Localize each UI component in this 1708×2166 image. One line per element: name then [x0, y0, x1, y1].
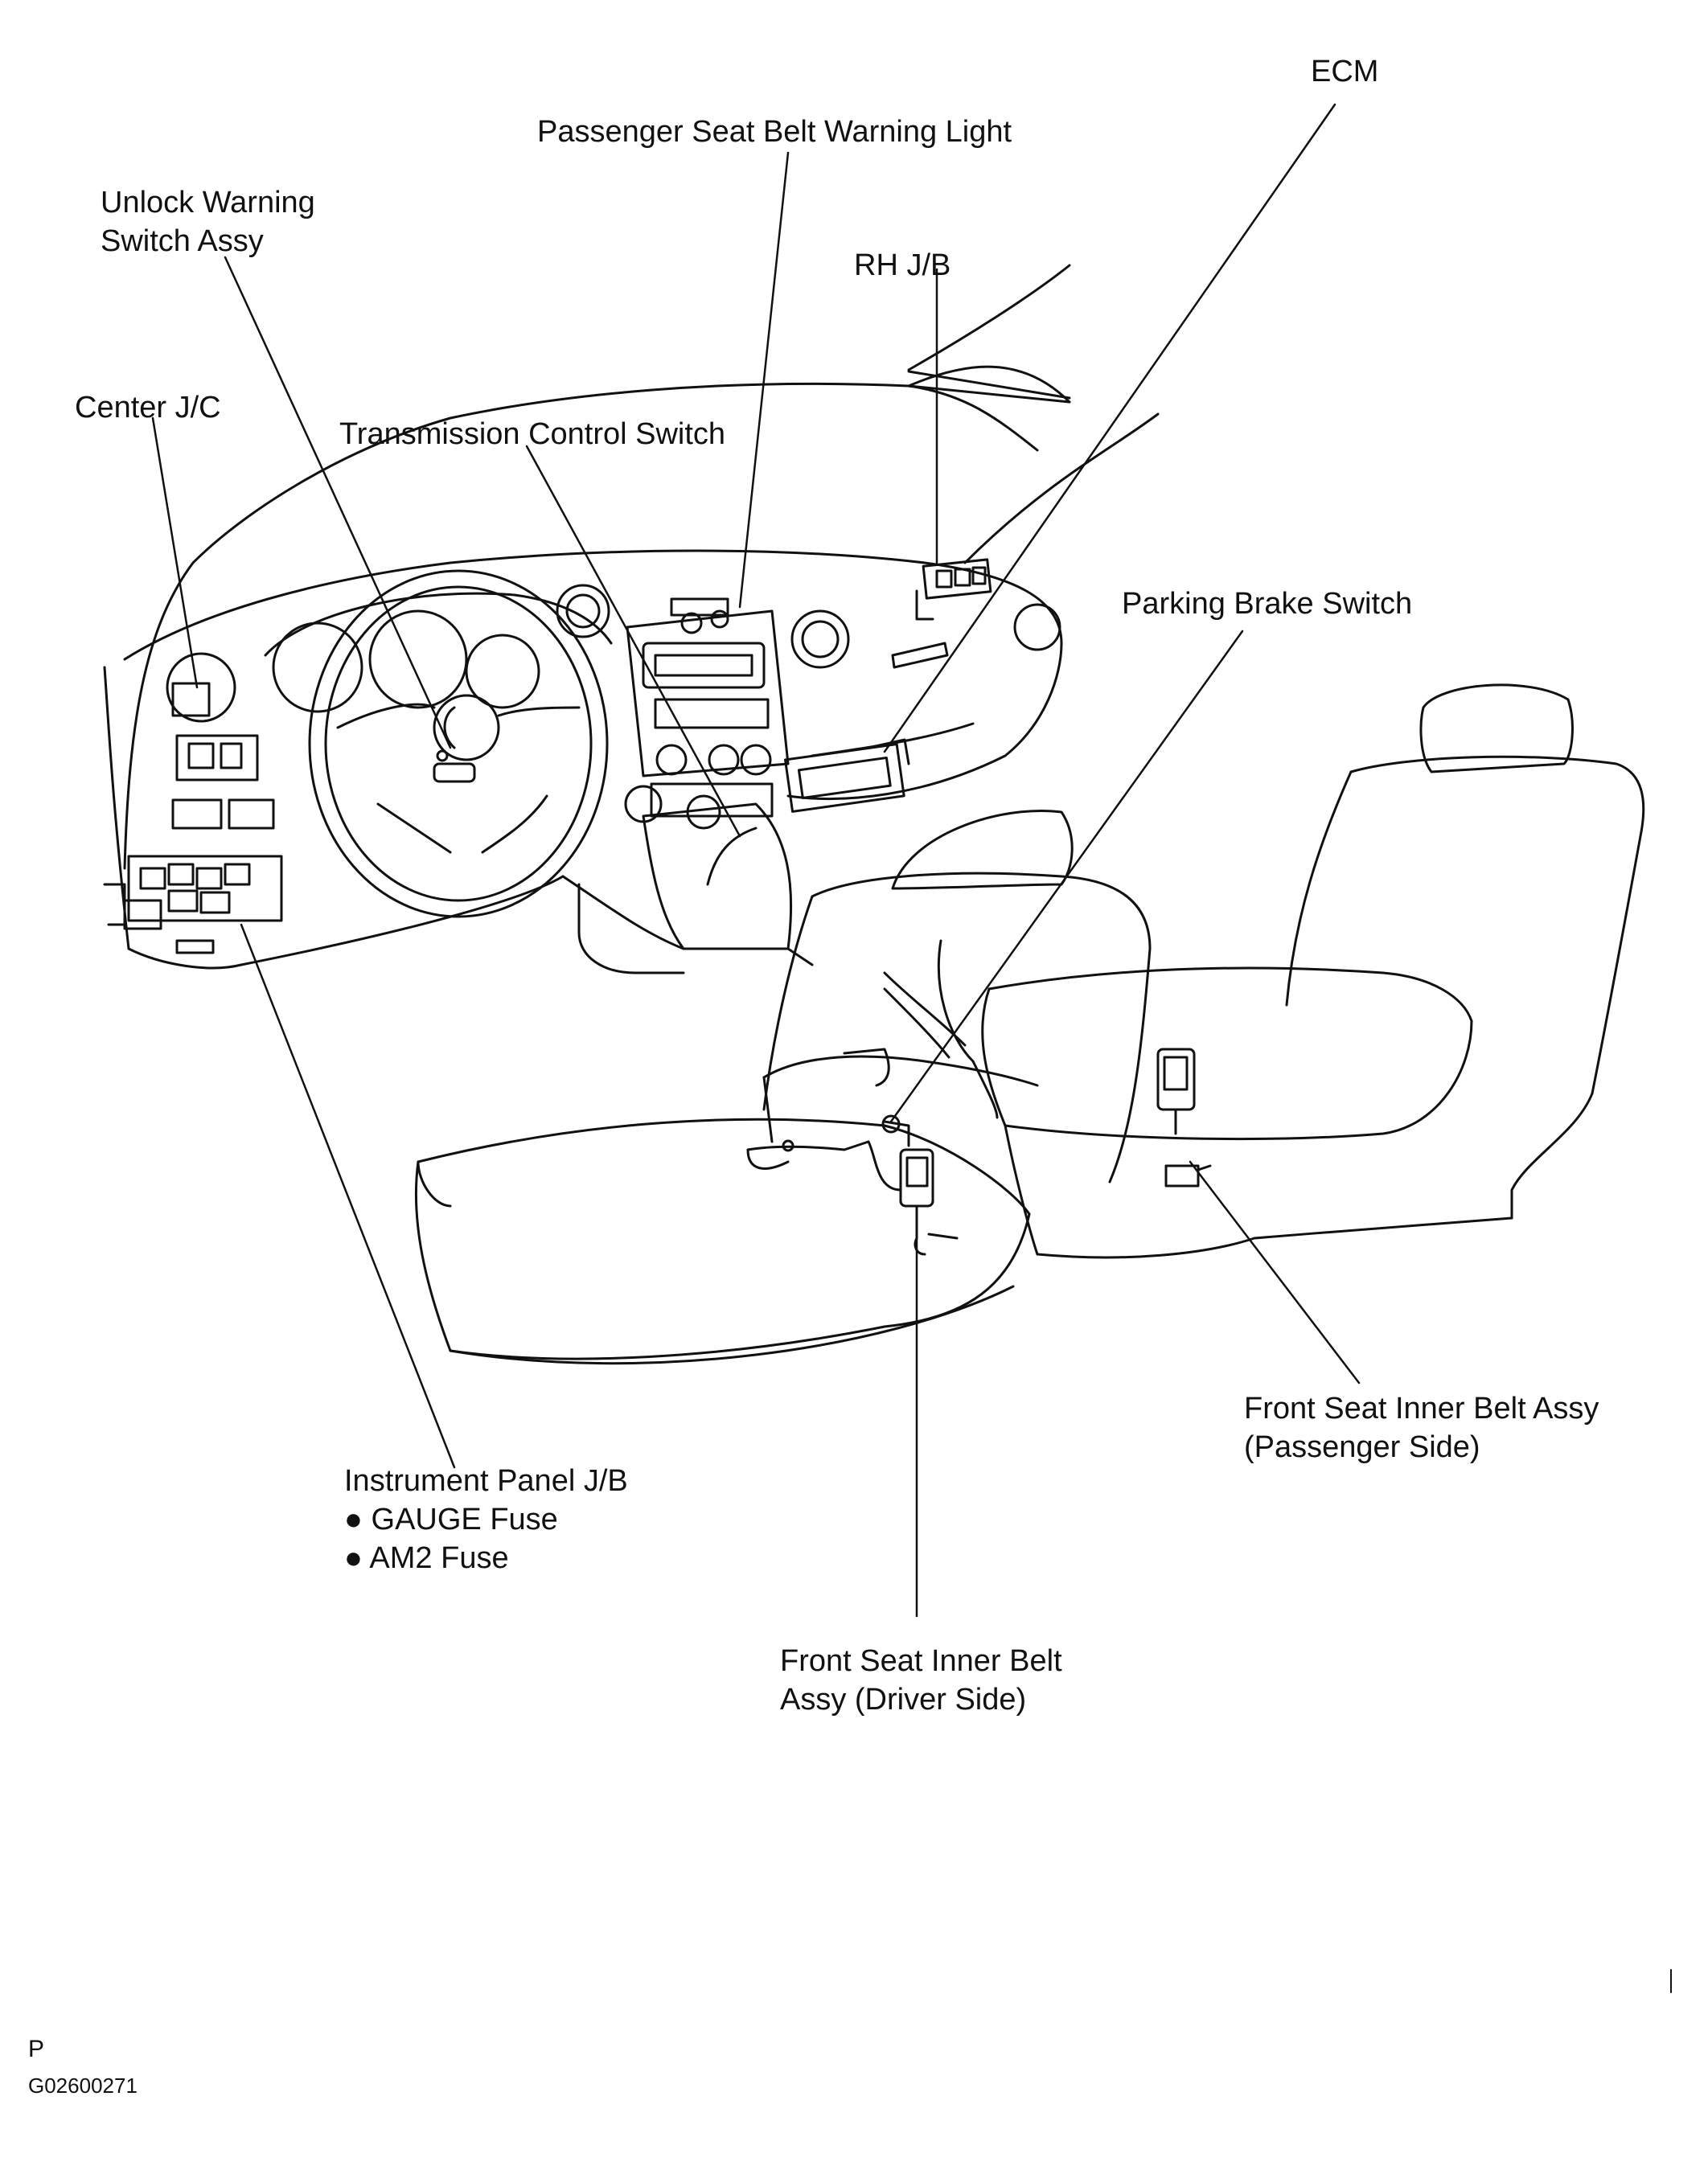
label-front-seat-driver-line2: Assy (Driver Side) — [780, 1683, 1027, 1717]
label-transmission-control-switch: Transmission Control Switch — [339, 417, 726, 451]
dashboard — [103, 264, 1160, 974]
label-front-seat-passenger-line1: Front Seat Inner Belt Assy — [1244, 1392, 1599, 1426]
leader-passenger-warning-light — [738, 151, 790, 609]
leader-unlock-warning — [224, 256, 452, 749]
steering-wheel — [308, 569, 609, 918]
figure-code: G02600271 — [28, 2074, 138, 2098]
leader-transmission-switch — [525, 445, 741, 838]
label-parking-brake-switch: Parking Brake Switch — [1122, 587, 1413, 621]
label-gauge-fuse: ● GAUGE Fuse — [344, 1503, 558, 1536]
label-front-seat-driver-line1: Front Seat Inner Belt — [780, 1644, 1062, 1678]
label-rh-jb: RH J/B — [854, 248, 951, 282]
label-center-jc: Center J/C — [75, 391, 221, 425]
label-passenger-seat-belt-warning-light: Passenger Seat Belt Warning Light — [537, 115, 1012, 149]
leader-lines — [151, 103, 1361, 1618]
leader-ecm — [883, 103, 1336, 753]
passenger-seat — [981, 683, 1645, 1259]
leader-instrument-panel-jb — [240, 923, 456, 1469]
leader-parking-brake — [889, 630, 1244, 1123]
driver-seat — [414, 810, 1152, 1365]
label-instrument-panel-jb: Instrument Panel J/B — [344, 1464, 628, 1498]
label-am2-fuse: ● AM2 Fuse — [344, 1541, 509, 1575]
leader-passenger-buckle — [1189, 1160, 1361, 1385]
leader-center-jc — [151, 416, 199, 689]
label-front-seat-passenger-line2: (Passenger Side) — [1244, 1430, 1480, 1464]
label-unlock-warning-line2: Switch Assy — [101, 224, 264, 258]
label-ecm: ECM — [1311, 55, 1379, 88]
page-letter: P — [28, 2036, 45, 2062]
label-unlock-warning-line1: Unlock Warning — [101, 186, 315, 219]
center-console — [746, 939, 1039, 1256]
